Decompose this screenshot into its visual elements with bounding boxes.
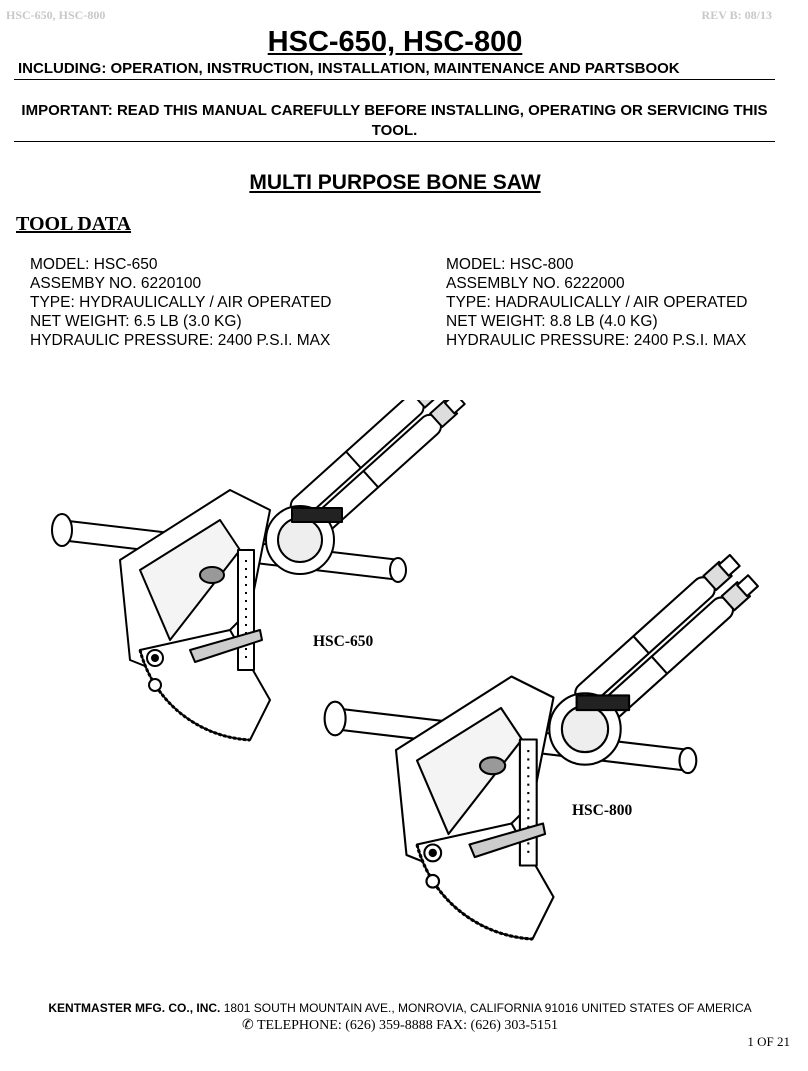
important-notice: IMPORTANT: READ THIS MANUAL CAREFULLY BE… bbox=[21, 102, 768, 139]
revision-label: REV B: 08/13 bbox=[701, 8, 772, 22]
specs-hsc-800: MODEL: HSC-800 ASSEMBLY NO. 6222000 TYPE… bbox=[446, 255, 747, 350]
tool-data-heading: TOOL DATA bbox=[16, 213, 132, 235]
company-name: KENTMASTER MFG. CO., INC. bbox=[48, 1001, 221, 1015]
spec-assembly: ASSEMBLY NO. 6222000 bbox=[446, 275, 625, 292]
spec-pressure: HYDRAULIC PRESSURE: 2400 P.S.I. MAX bbox=[446, 332, 747, 349]
section-title: MULTI PURPOSE BONE SAW bbox=[249, 171, 541, 194]
spec-pressure: HYDRAULIC PRESSURE: 2400 P.S.I. MAX bbox=[30, 332, 331, 349]
spec-type: TYPE: HADRAULICALLY / AIR OPERATED bbox=[446, 294, 748, 311]
divider-top bbox=[14, 79, 775, 80]
company-address: KENTMASTER MFG. CO., INC. 1801 SOUTH MOU… bbox=[0, 1001, 800, 1015]
spec-weight: NET WEIGHT: 8.8 LB (4.0 KG) bbox=[446, 313, 658, 330]
divider-notice bbox=[14, 141, 775, 142]
page-number: 1 OF 21 bbox=[747, 1034, 790, 1049]
specs-hsc-650: MODEL: HSC-650 ASSEMBY NO. 6220100 TYPE:… bbox=[30, 255, 331, 350]
spec-assembly: ASSEMBY NO. 6220100 bbox=[30, 275, 202, 292]
hsc-650-drawing bbox=[50, 400, 469, 742]
address: 1801 SOUTH MOUNTAIN AVE., MONROVIA, CALI… bbox=[223, 1001, 752, 1015]
hsc-650-label: HSC-650 bbox=[313, 633, 374, 650]
spec-model: MODEL: HSC-650 bbox=[30, 256, 158, 273]
contact-info: ✆ TELEPHONE: (626) 359-8888 FAX: (626) 3… bbox=[0, 1017, 800, 1034]
telephone-icon: ✆ bbox=[241, 1018, 254, 1033]
document-title: HSC-650, HSC-800 bbox=[267, 26, 523, 58]
running-header-left: HSC-650, HSC-800 bbox=[6, 8, 106, 22]
document-subtitle: INCLUDING: OPERATION, INSTRUCTION, INSTA… bbox=[18, 60, 680, 77]
spec-type: TYPE: HYDRAULICALLY / AIR OPERATED bbox=[30, 294, 332, 311]
spec-weight: NET WEIGHT: 6.5 LB (3.0 KG) bbox=[30, 313, 242, 330]
hsc-800-label: HSC-800 bbox=[572, 802, 633, 819]
telephone-fax: TELEPHONE: (626) 359-8888 FAX: (626) 303… bbox=[256, 1018, 559, 1033]
hsc-800-drawing bbox=[323, 550, 763, 941]
bone-saw-illustration bbox=[50, 400, 763, 941]
spec-model: MODEL: HSC-800 bbox=[446, 256, 574, 273]
